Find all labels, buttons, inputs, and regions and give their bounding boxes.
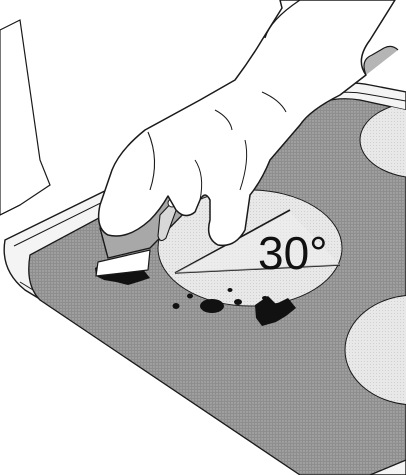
back-wall <box>0 20 50 215</box>
angle-label: 30° <box>258 227 328 279</box>
